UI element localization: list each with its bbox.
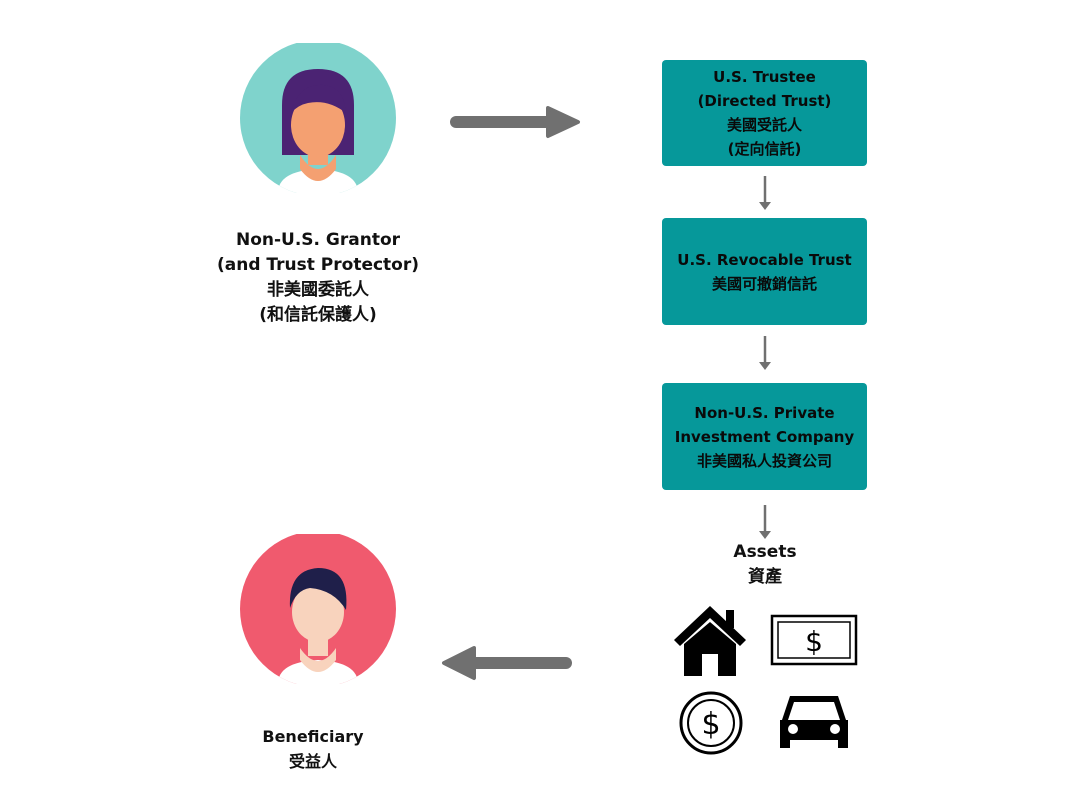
- beneficiary-line-1: Beneficiary: [262, 727, 364, 746]
- us-trustee-box: U.S. Trustee (Directed Trust) 美國受託人 (定向信…: [662, 60, 867, 166]
- pic-line-1: Non-U.S. Private: [694, 403, 835, 422]
- grantor-line-4: (和信託保護人): [259, 305, 377, 325]
- arrow-down-3: [757, 505, 773, 541]
- assets-line-2: 資產: [748, 567, 782, 587]
- grantor-caption: Non-U.S. Grantor (and Trust Protector) 非…: [198, 228, 438, 328]
- pic-line-3: 非美國私人投資公司: [696, 451, 832, 470]
- coin-icon: $: [678, 690, 744, 756]
- grantor-line-3: 非美國委託人: [267, 280, 369, 300]
- svg-text:$: $: [805, 625, 823, 658]
- banknote-icon: $: [770, 614, 858, 666]
- revocable-line-1: U.S. Revocable Trust: [677, 250, 852, 269]
- grantor-line-1: Non-U.S. Grantor: [235, 230, 401, 250]
- beneficiary-avatar: [238, 534, 398, 684]
- us-trustee-line-4: (定向信託): [727, 140, 802, 158]
- grantor-avatar: [238, 43, 398, 193]
- arrow-right: [450, 104, 582, 140]
- beneficiary-caption: Beneficiary 受益人: [238, 724, 388, 774]
- us-trustee-line-2: (Directed Trust): [697, 92, 832, 110]
- private-investment-company-box: Non-U.S. Private Investment Company 非美國私…: [662, 383, 867, 490]
- arrow-down-1: [757, 176, 773, 212]
- assets-line-1: Assets: [733, 542, 797, 562]
- house-icon: [670, 602, 750, 678]
- assets-caption: Assets 資產: [695, 540, 835, 590]
- arrow-down-2: [757, 336, 773, 372]
- beneficiary-line-2: 受益人: [288, 752, 337, 771]
- car-icon: [776, 690, 852, 756]
- us-trustee-line-1: U.S. Trustee: [713, 68, 816, 86]
- us-revocable-trust-box: U.S. Revocable Trust 美國可撤銷信託: [662, 218, 867, 325]
- svg-text:$: $: [701, 707, 720, 742]
- pic-line-2: Investment Company: [674, 427, 855, 446]
- arrow-left: [440, 644, 572, 682]
- us-trustee-line-3: 美國受託人: [726, 116, 802, 134]
- grantor-line-2: (and Trust Protector): [216, 255, 420, 275]
- revocable-line-2: 美國可撤銷信託: [711, 274, 817, 293]
